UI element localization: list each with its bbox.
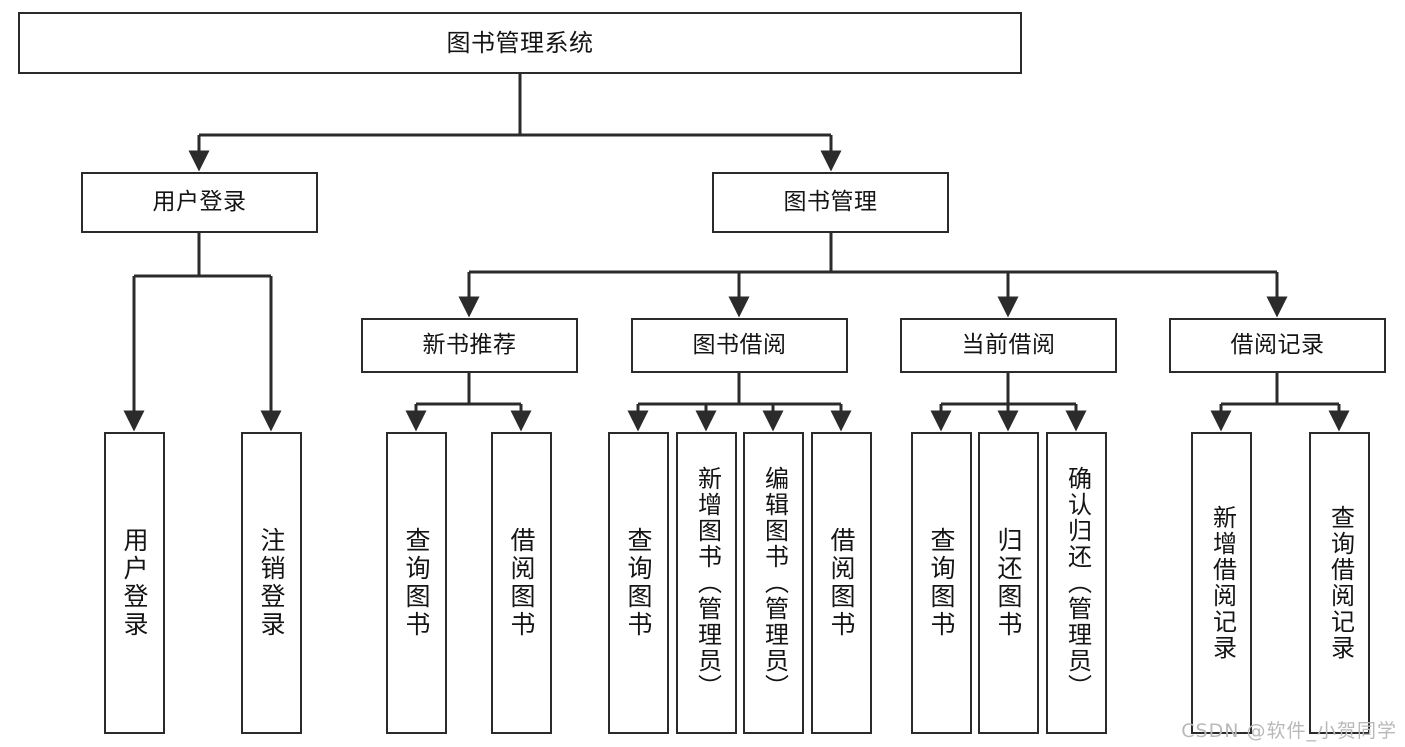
node-current-borrow[interactable]: 当前借阅: [900, 318, 1117, 373]
leaf-add-book-admin[interactable]: 新增图书（管理员）: [676, 432, 737, 734]
node-label: 注销登录: [257, 527, 286, 639]
leaf-return-book[interactable]: 归还图书: [978, 432, 1039, 734]
leaf-borrow-book[interactable]: 借阅图书: [811, 432, 872, 734]
node-label: 确认归还（管理员）: [1063, 466, 1092, 700]
node-label: 新书推荐: [422, 331, 517, 358]
leaf-query-book-recommend[interactable]: 查询图书: [386, 432, 447, 734]
node-label: 查询图书: [402, 527, 431, 639]
node-label: 查询图书: [927, 527, 956, 639]
node-label: 图书管理系统: [446, 28, 594, 57]
node-root-book-management-system[interactable]: 图书管理系统: [18, 12, 1022, 74]
node-label: 借阅记录: [1230, 331, 1325, 358]
node-label: 图书管理: [783, 188, 878, 215]
node-label: 用户登录: [152, 188, 247, 215]
csdn-watermark: CSDN @软件_小贺同学: [1181, 720, 1397, 742]
node-new-book-recommend[interactable]: 新书推荐: [361, 318, 578, 373]
node-label: 用户登录: [120, 527, 149, 639]
node-label: 借阅图书: [507, 527, 536, 639]
leaf-user-login[interactable]: 用户登录: [104, 432, 165, 734]
node-user-login[interactable]: 用户登录: [81, 172, 318, 233]
node-label: 编辑图书（管理员）: [760, 466, 789, 700]
node-borrow-record[interactable]: 借阅记录: [1169, 318, 1386, 373]
node-book-management[interactable]: 图书管理: [712, 172, 949, 233]
node-label: 查询图书: [624, 527, 653, 639]
node-label: 当前借阅: [961, 331, 1056, 358]
leaf-query-book-borrow[interactable]: 查询图书: [608, 432, 669, 734]
node-label: 新增借阅记录: [1208, 505, 1237, 661]
node-label: 查询借阅记录: [1326, 505, 1355, 661]
leaf-add-borrow-record[interactable]: 新增借阅记录: [1191, 432, 1252, 734]
node-label: 归还图书: [994, 527, 1023, 639]
leaf-query-book-current[interactable]: 查询图书: [911, 432, 972, 734]
leaf-borrow-book-recommend[interactable]: 借阅图书: [491, 432, 552, 734]
node-label: 图书借阅: [692, 331, 787, 358]
leaf-confirm-return-admin[interactable]: 确认归还（管理员）: [1046, 432, 1107, 734]
node-label: 新增图书（管理员）: [693, 466, 722, 700]
node-book-borrow[interactable]: 图书借阅: [631, 318, 848, 373]
node-label: 借阅图书: [827, 527, 856, 639]
leaf-logout-login[interactable]: 注销登录: [241, 432, 302, 734]
leaf-edit-book-admin[interactable]: 编辑图书（管理员）: [743, 432, 804, 734]
leaf-query-borrow-record[interactable]: 查询借阅记录: [1309, 432, 1370, 734]
